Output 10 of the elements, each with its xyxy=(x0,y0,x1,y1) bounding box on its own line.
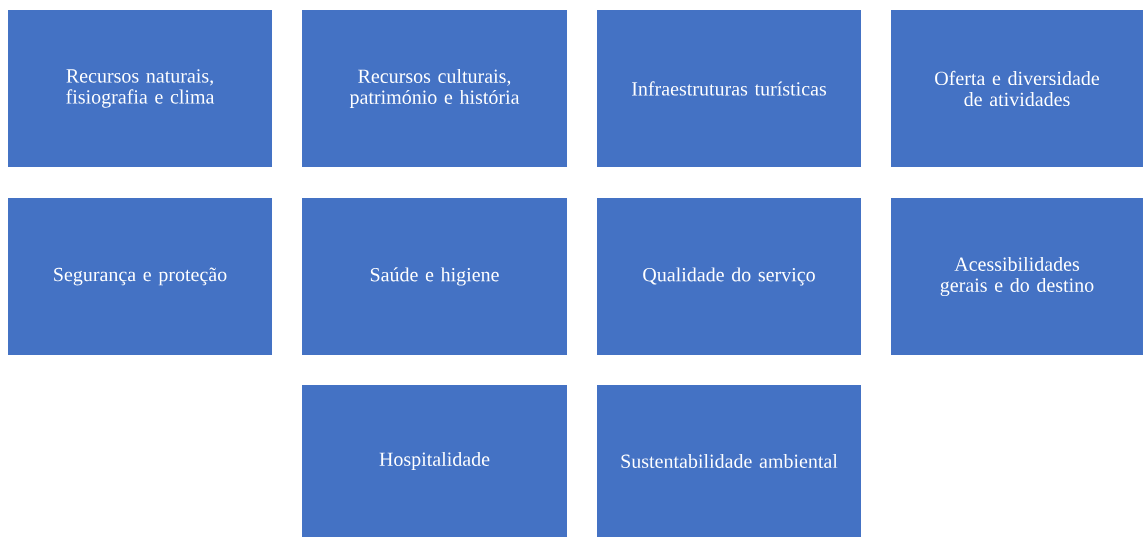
text-box: Hospitalidade xyxy=(302,385,567,537)
text-box: Sustentabilidade ambiental xyxy=(597,385,861,537)
text-box: Oferta e diversidade de atividades xyxy=(891,10,1143,167)
text-box: Saúde e higiene xyxy=(302,198,567,355)
text-box: Acessibilidades gerais e do destino xyxy=(891,198,1143,355)
text-box: Recursos naturais, fisiografia e clima xyxy=(8,10,272,167)
text-box: Recursos culturais, património e história xyxy=(302,10,567,167)
text-box: Qualidade do serviço xyxy=(597,198,861,355)
text-box: Segurança e proteção xyxy=(8,198,272,355)
text-box: Infraestruturas turísticas xyxy=(597,10,861,167)
